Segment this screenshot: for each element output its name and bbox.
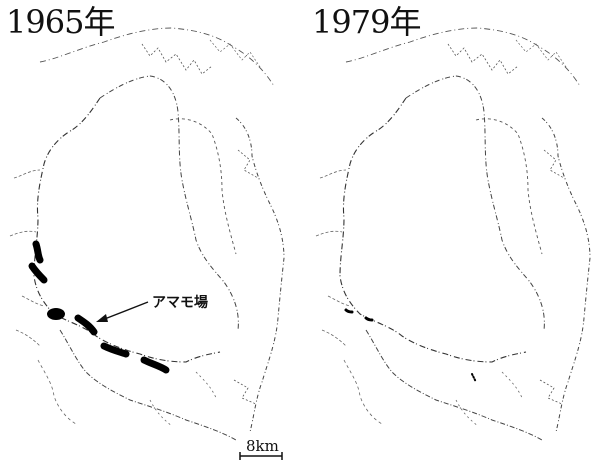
year-label-1979: 1979年 (312, 3, 421, 41)
year-label-1965: 1965年 (6, 3, 115, 41)
seagrass-beds-1965 (28, 240, 170, 374)
seagrass-bed (74, 314, 98, 336)
seagrass-bed (344, 308, 354, 314)
scale-bar (239, 452, 283, 460)
seagrass-bed (32, 240, 44, 264)
seagrass-bed (28, 262, 48, 284)
seagrass-label: アマモ場 (152, 295, 208, 311)
coastline-1965 (9, 27, 285, 441)
seagrass-beds-1979 (344, 308, 477, 383)
coastline-1979 (315, 27, 591, 441)
map-1965 (9, 27, 285, 441)
seagrass-bed (47, 308, 65, 320)
seagrass-bed (364, 316, 374, 322)
scale-bar-label: 8km (246, 437, 279, 455)
annotation-arrow (96, 301, 149, 322)
seagrass-bed (100, 342, 130, 358)
map-1979 (315, 27, 591, 441)
seagrass-bed (471, 373, 477, 383)
seagrass-bed (140, 356, 170, 374)
